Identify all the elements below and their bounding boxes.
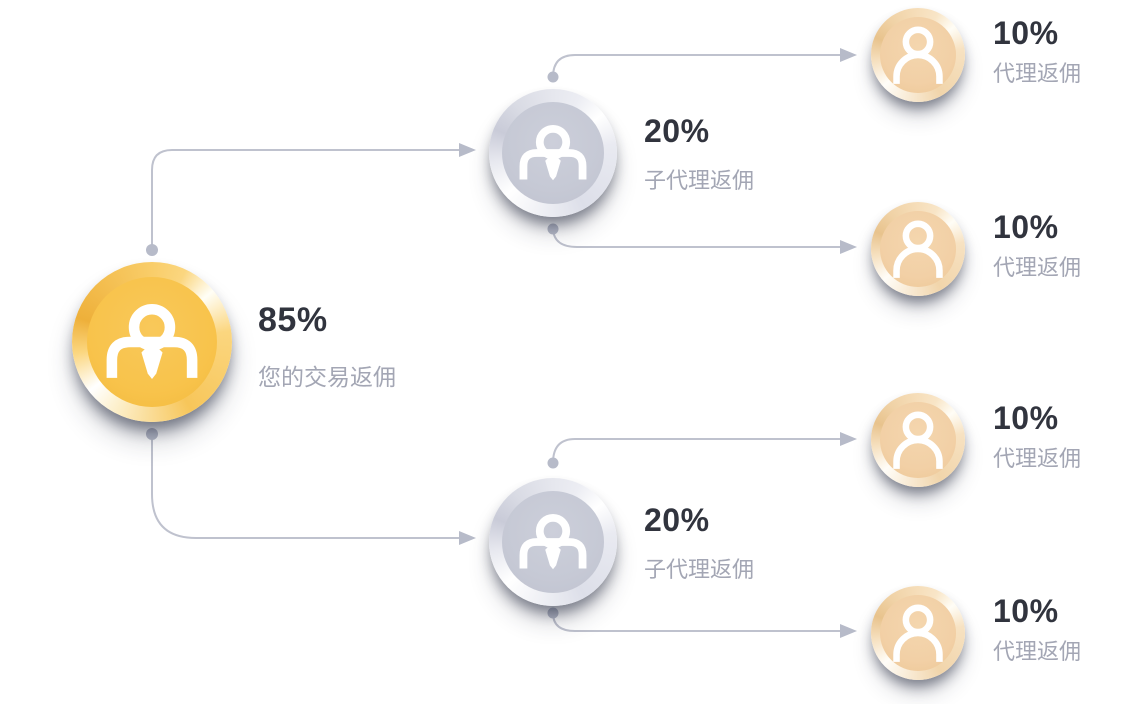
person-tie-icon <box>514 514 592 570</box>
agent-label: 代理返佣 <box>993 255 1082 280</box>
person-tie-icon <box>99 304 205 380</box>
arrowhead-icon <box>840 432 857 446</box>
root-coin-face <box>87 277 217 407</box>
arrowhead-icon <box>459 531 476 545</box>
root-percent: 85% <box>258 301 328 339</box>
agent-coin-face <box>880 595 956 671</box>
root-coin <box>72 262 232 422</box>
connector-subagent2-to-agent-4 <box>552 612 840 632</box>
agent-coin-face <box>880 211 956 287</box>
agent-node-1: 10% 代理返佣 <box>871 8 1081 102</box>
subagent-coin-face <box>502 102 604 204</box>
connector-subagent1-to-agent-1 <box>552 54 840 78</box>
arrowhead-icon <box>459 143 476 157</box>
person-tie-icon <box>514 125 592 181</box>
subagent-percent: 20% <box>644 113 710 149</box>
arrowhead-icon <box>840 240 857 254</box>
arrowhead-icon <box>840 624 857 638</box>
agent-coin-face <box>880 17 956 93</box>
agent-label: 代理返佣 <box>993 639 1082 664</box>
connector-subagent1-to-agent-2 <box>552 228 840 248</box>
agent-percent: 10% <box>993 15 1059 51</box>
connector-origin-dot <box>547 71 559 83</box>
agent-coin <box>871 393 965 487</box>
agent-label: 代理返佣 <box>993 61 1082 86</box>
connector-origin-dot <box>547 223 559 235</box>
subagent-coin-face <box>502 491 604 593</box>
connector-root-to-subagent-1 <box>151 149 459 250</box>
person-icon <box>890 411 946 469</box>
root-label: 您的交易返佣 <box>258 364 396 390</box>
subagent-node-2: 20% 子代理返佣 <box>489 478 754 606</box>
person-icon <box>890 26 946 84</box>
agent-percent: 10% <box>993 593 1059 629</box>
agent-node-2: 10% 代理返佣 <box>871 202 1081 296</box>
connector-origin-dot <box>146 428 158 440</box>
agent-node-3: 10% 代理返佣 <box>871 393 1081 487</box>
connector-origin-dot <box>547 457 559 469</box>
connector-origin-dot <box>547 607 559 619</box>
agent-coin <box>871 8 965 102</box>
subagent-coin <box>489 478 617 606</box>
connector-origin-dot <box>146 244 158 256</box>
subagent-coin <box>489 89 617 217</box>
subagent-label: 子代理返佣 <box>644 557 755 582</box>
person-icon <box>890 220 946 278</box>
root-node: 85% 您的交易返佣 <box>72 262 396 422</box>
agent-node-4: 10% 代理返佣 <box>871 586 1081 680</box>
agent-label: 代理返佣 <box>993 446 1082 471</box>
subagent-label: 子代理返佣 <box>644 168 755 193</box>
agent-coin <box>871 202 965 296</box>
subagent-percent: 20% <box>644 502 710 538</box>
agent-percent: 10% <box>993 209 1059 245</box>
agent-percent: 10% <box>993 400 1059 436</box>
subagent-node-1: 20% 子代理返佣 <box>489 89 754 217</box>
arrowhead-icon <box>840 48 857 62</box>
connector-subagent2-to-agent-3 <box>552 438 840 464</box>
agent-coin-face <box>880 402 956 478</box>
agent-coin <box>871 586 965 680</box>
connector-root-to-subagent-2 <box>151 434 459 539</box>
person-icon <box>890 604 946 662</box>
